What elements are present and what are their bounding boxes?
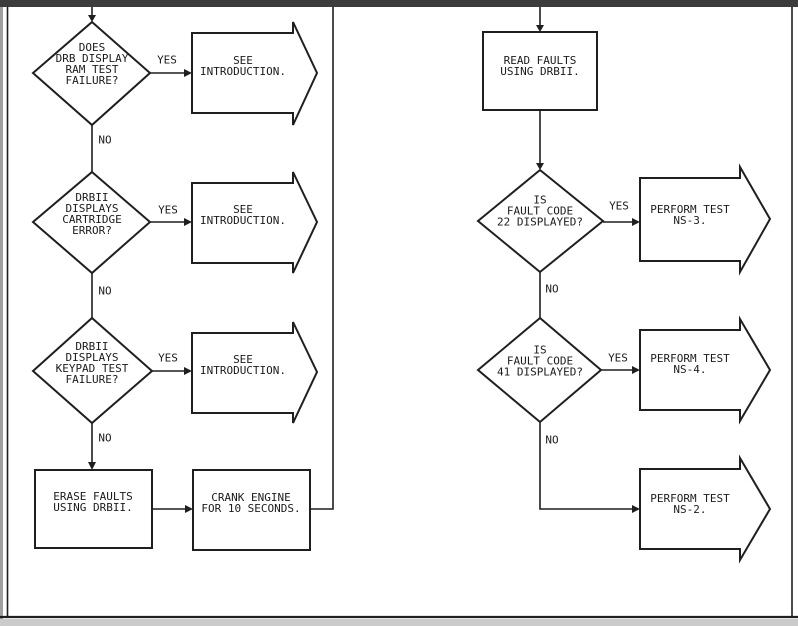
- arrowhead-into-crank: [185, 505, 193, 513]
- decision-ram-test: [31, 20, 152, 127]
- terminal-arrow-see-introduction-1: [191, 21, 319, 126]
- arrowhead-yes-1: [184, 69, 192, 77]
- scan-left-strip: [0, 7, 3, 619]
- perform-ns4-label: PERFORM TEST NS-4.: [650, 352, 730, 376]
- arrowhead-into-erase: [88, 462, 96, 470]
- see-introduction-label-3: SEE INTRODUCTION.: [199, 353, 287, 377]
- no-label-r1: NO: [545, 282, 559, 296]
- yes-label-r2: YES: [608, 351, 628, 365]
- arrowhead-entry-left: [88, 15, 96, 22]
- decision-fault-22-label: IS FAULT CODE 22 DISPLAYED?: [496, 193, 584, 229]
- terminal-arrow-perform-ns3: [639, 163, 772, 276]
- process-read-faults: [482, 31, 598, 111]
- decision-cartridge-error: [31, 170, 152, 275]
- yes-label-1: YES: [157, 53, 177, 67]
- arrowhead-yes-r2: [632, 366, 640, 374]
- no-label-1: NO: [98, 133, 112, 147]
- yes-label-3: YES: [158, 351, 178, 365]
- arrowhead-yes-r1: [632, 218, 640, 226]
- yes-label-2: YES: [158, 203, 178, 217]
- perform-ns2-label: PERFORM TEST NS-2.: [650, 492, 730, 516]
- decision-fault-code-41: [476, 316, 603, 424]
- arrowhead-yes-2: [184, 218, 192, 226]
- no-label-3: NO: [98, 431, 112, 445]
- process-erase-faults: [34, 469, 153, 549]
- see-introduction-label-1: SEE INTRODUCTION.: [199, 54, 287, 78]
- arrowhead-yes-3: [184, 367, 192, 375]
- decision-fault-41-label: IS FAULT CODE 41 DISPLAYED?: [496, 343, 584, 379]
- terminal-arrow-see-introduction-2: [191, 171, 319, 274]
- read-faults-label: READ FAULTS USING DRBII.: [500, 54, 580, 78]
- terminal-arrow-perform-ns4: [639, 315, 772, 425]
- decision-fault-code-22: [476, 168, 605, 274]
- scan-bottom-strip: [0, 619, 798, 626]
- connector-no-r2: [539, 422, 633, 510]
- terminal-arrow-see-introduction-3: [191, 321, 319, 424]
- no-label-r2: NO: [545, 433, 559, 447]
- decision-ram-test-label: DOES DRB DISPLAY RAM TEST FAILURE?: [55, 41, 129, 87]
- arrowhead-entry-right: [536, 25, 544, 32]
- perform-ns3-label: PERFORM TEST NS-3.: [650, 203, 730, 227]
- scan-top-bar: [0, 0, 798, 7]
- decision-keypad-test-label: DRBII DISPLAYS KEYPAD TEST FAILURE?: [55, 340, 129, 386]
- arrowhead-no-r2: [632, 505, 640, 513]
- process-crank-engine: [192, 469, 311, 551]
- connector-loop-back: [310, 7, 334, 510]
- crank-engine-label: CRANK ENGINE FOR 10 SECONDS.: [201, 491, 301, 515]
- no-label-2: NO: [98, 284, 112, 298]
- arrowhead-into-dr1: [536, 163, 544, 170]
- decision-cartridge-error-label: DRBII DISPLAYS CARTRIDGE ERROR?: [62, 191, 122, 237]
- yes-label-r1: YES: [609, 199, 629, 213]
- decision-keypad-test: [31, 316, 154, 425]
- terminal-arrow-perform-ns2: [639, 454, 772, 564]
- see-introduction-label-2: SEE INTRODUCTION.: [199, 203, 287, 227]
- erase-faults-label: ERASE FAULTS USING DRBII.: [53, 490, 133, 514]
